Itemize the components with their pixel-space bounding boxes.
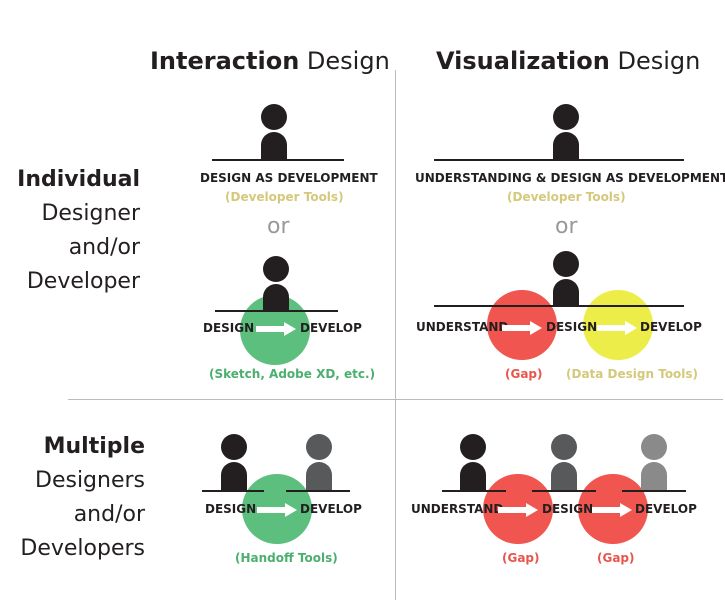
baseline [434, 159, 684, 161]
baseline [442, 490, 506, 492]
gap-label: (Gap) [505, 367, 543, 381]
horizontal-divider [68, 399, 723, 400]
arrow-icon [256, 322, 296, 336]
person-icon [549, 434, 579, 490]
person-icon [551, 251, 581, 307]
arrow-icon [257, 503, 297, 517]
person-icon [551, 104, 581, 160]
arrow-icon [498, 503, 538, 517]
person-icon [259, 104, 289, 160]
develop-label: DEVELOP [300, 321, 362, 335]
data-design-tools-label: (Data Design Tools) [566, 367, 699, 381]
develop-label: DEVELOP [640, 320, 702, 334]
design-label: DESIGN [205, 502, 257, 516]
understanding-design-caption: UNDERSTANDING & DESIGN AS DEVELOPMENT [415, 171, 725, 185]
understand-label: UNDERSTAND [416, 320, 509, 334]
row-label-individual: Individual Designer and/or Developer [17, 167, 140, 294]
develop-label: DEVELOP [300, 502, 362, 516]
column-title-interaction: Interaction Design [150, 47, 390, 75]
handoff-tools-label: (Handoff Tools) [235, 551, 338, 565]
arrow-icon [502, 321, 542, 335]
develop-label: DEVELOP [635, 502, 697, 516]
gap-label: (Gap) [502, 551, 540, 565]
baseline [622, 490, 686, 492]
sketch-adobe-label: (Sketch, Adobe XD, etc.) [209, 367, 376, 381]
design-label: DESIGN [546, 320, 598, 334]
arrow-icon [592, 503, 632, 517]
or-text: or [267, 214, 290, 239]
design-as-development-caption: DESIGN AS DEVELOPMENT [200, 171, 378, 185]
understand-label: UNDERSTAND [411, 502, 504, 516]
baseline [532, 490, 596, 492]
row-label-multiple: Multiple Designers and/or Developers [20, 434, 145, 561]
developer-tools-label: (Developer Tools) [225, 190, 344, 204]
person-icon [219, 434, 249, 490]
baseline [212, 159, 344, 161]
person-icon [458, 434, 488, 490]
baseline [215, 310, 338, 312]
column-title-visualization: Visualization Design [436, 47, 701, 75]
baseline [434, 305, 684, 307]
baseline [202, 490, 264, 492]
developer-tools-label: (Developer Tools) [507, 190, 626, 204]
or-text: or [555, 214, 578, 239]
design-label: DESIGN [203, 321, 255, 335]
person-icon [261, 256, 291, 312]
design-label: DESIGN [542, 502, 594, 516]
vertical-divider [395, 70, 396, 600]
person-icon [639, 434, 669, 490]
baseline [286, 490, 350, 492]
gap-label: (Gap) [597, 551, 635, 565]
person-icon [304, 434, 334, 490]
arrow-icon [597, 321, 637, 335]
